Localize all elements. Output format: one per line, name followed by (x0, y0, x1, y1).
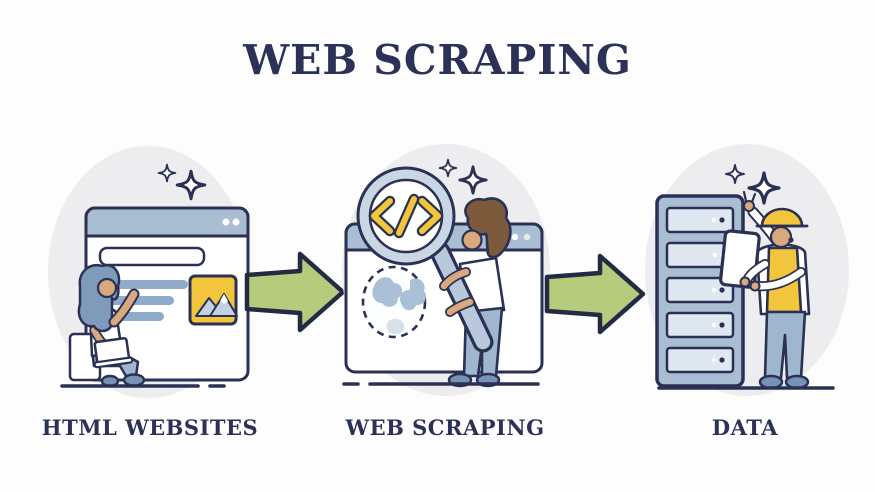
code-icon (368, 193, 444, 239)
window-header-bar (84, 206, 250, 238)
browser-window-icon (84, 206, 250, 382)
window-control-dots-icon (511, 233, 531, 241)
sparkles-icon (157, 163, 207, 201)
magnifier-handle (432, 244, 491, 350)
sparkles-icon (725, 164, 781, 205)
raised-arm (110, 290, 138, 326)
server-drawer (665, 346, 735, 374)
server-drawer (665, 276, 735, 304)
window-control-dots-icon (222, 218, 240, 226)
engineer-figure (719, 190, 811, 390)
arrow-right-icon (544, 253, 646, 335)
globe-icon (361, 265, 427, 339)
server-rack-icon (655, 194, 745, 388)
search-bar-icon (98, 246, 206, 267)
hard-hat-icon (755, 207, 809, 228)
image-placeholder-icon (188, 274, 238, 326)
woman-with-laptop-figure (68, 263, 146, 388)
stage-html-websites-illustration (48, 146, 250, 398)
gripping-arms (439, 267, 475, 317)
shoe (758, 374, 784, 390)
face (96, 277, 118, 299)
stage-data-illustration (645, 144, 849, 396)
stage-label-data: DATA (711, 415, 779, 440)
stage-label-web-scraping: WEB SCRAPING (345, 415, 545, 440)
face (461, 229, 483, 251)
arrow-right-icon (244, 251, 346, 333)
face (769, 225, 793, 249)
magnifier-code-icon (356, 166, 494, 353)
stage-label-html-websites: HTML WEBSITES (41, 415, 259, 440)
laptop-icon (93, 336, 134, 369)
shoe (784, 374, 810, 390)
sparkles-icon (438, 158, 488, 195)
stage-web-scraping-illustration (342, 144, 550, 396)
shoe (122, 373, 146, 387)
server-drawer (665, 311, 735, 339)
server-drawer (665, 206, 735, 234)
clipboard-icon (719, 229, 761, 289)
diagram-title: WEB SCRAPING (243, 36, 632, 84)
hair (464, 197, 512, 259)
